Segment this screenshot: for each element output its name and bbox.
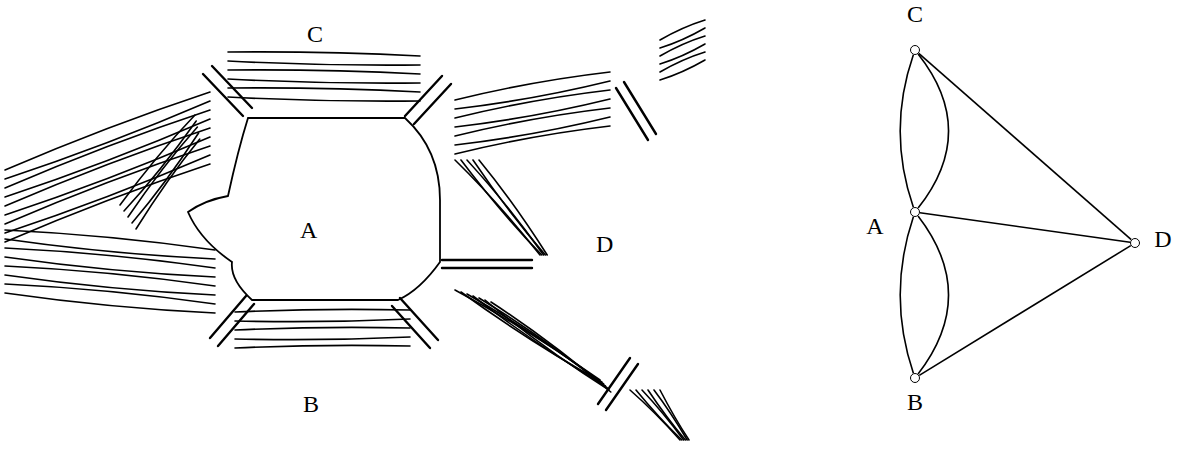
graph-vertex: [1130, 238, 1140, 248]
land-label: C: [307, 22, 323, 46]
graph-vertex: [910, 373, 920, 383]
graph-edge: [919, 246, 1130, 376]
vertex-label: B: [907, 390, 923, 414]
land-label: D: [596, 232, 613, 256]
vertex-label: A: [866, 214, 883, 238]
land-label: A: [300, 218, 317, 242]
land-label: B: [303, 392, 319, 416]
graph-edge: [918, 216, 948, 374]
graph-edge: [900, 55, 913, 208]
island-outline: [188, 118, 440, 300]
vertex-label: D: [1154, 227, 1171, 251]
graph-edge: [920, 213, 1130, 243]
graph-edge: [900, 217, 913, 374]
graph-edge: [918, 54, 948, 208]
graph-vertex: [910, 207, 920, 217]
vertex-label: C: [907, 2, 923, 26]
graph-edge: [919, 53, 1131, 239]
bridges: [203, 66, 656, 410]
graph-vertex: [910, 45, 920, 55]
